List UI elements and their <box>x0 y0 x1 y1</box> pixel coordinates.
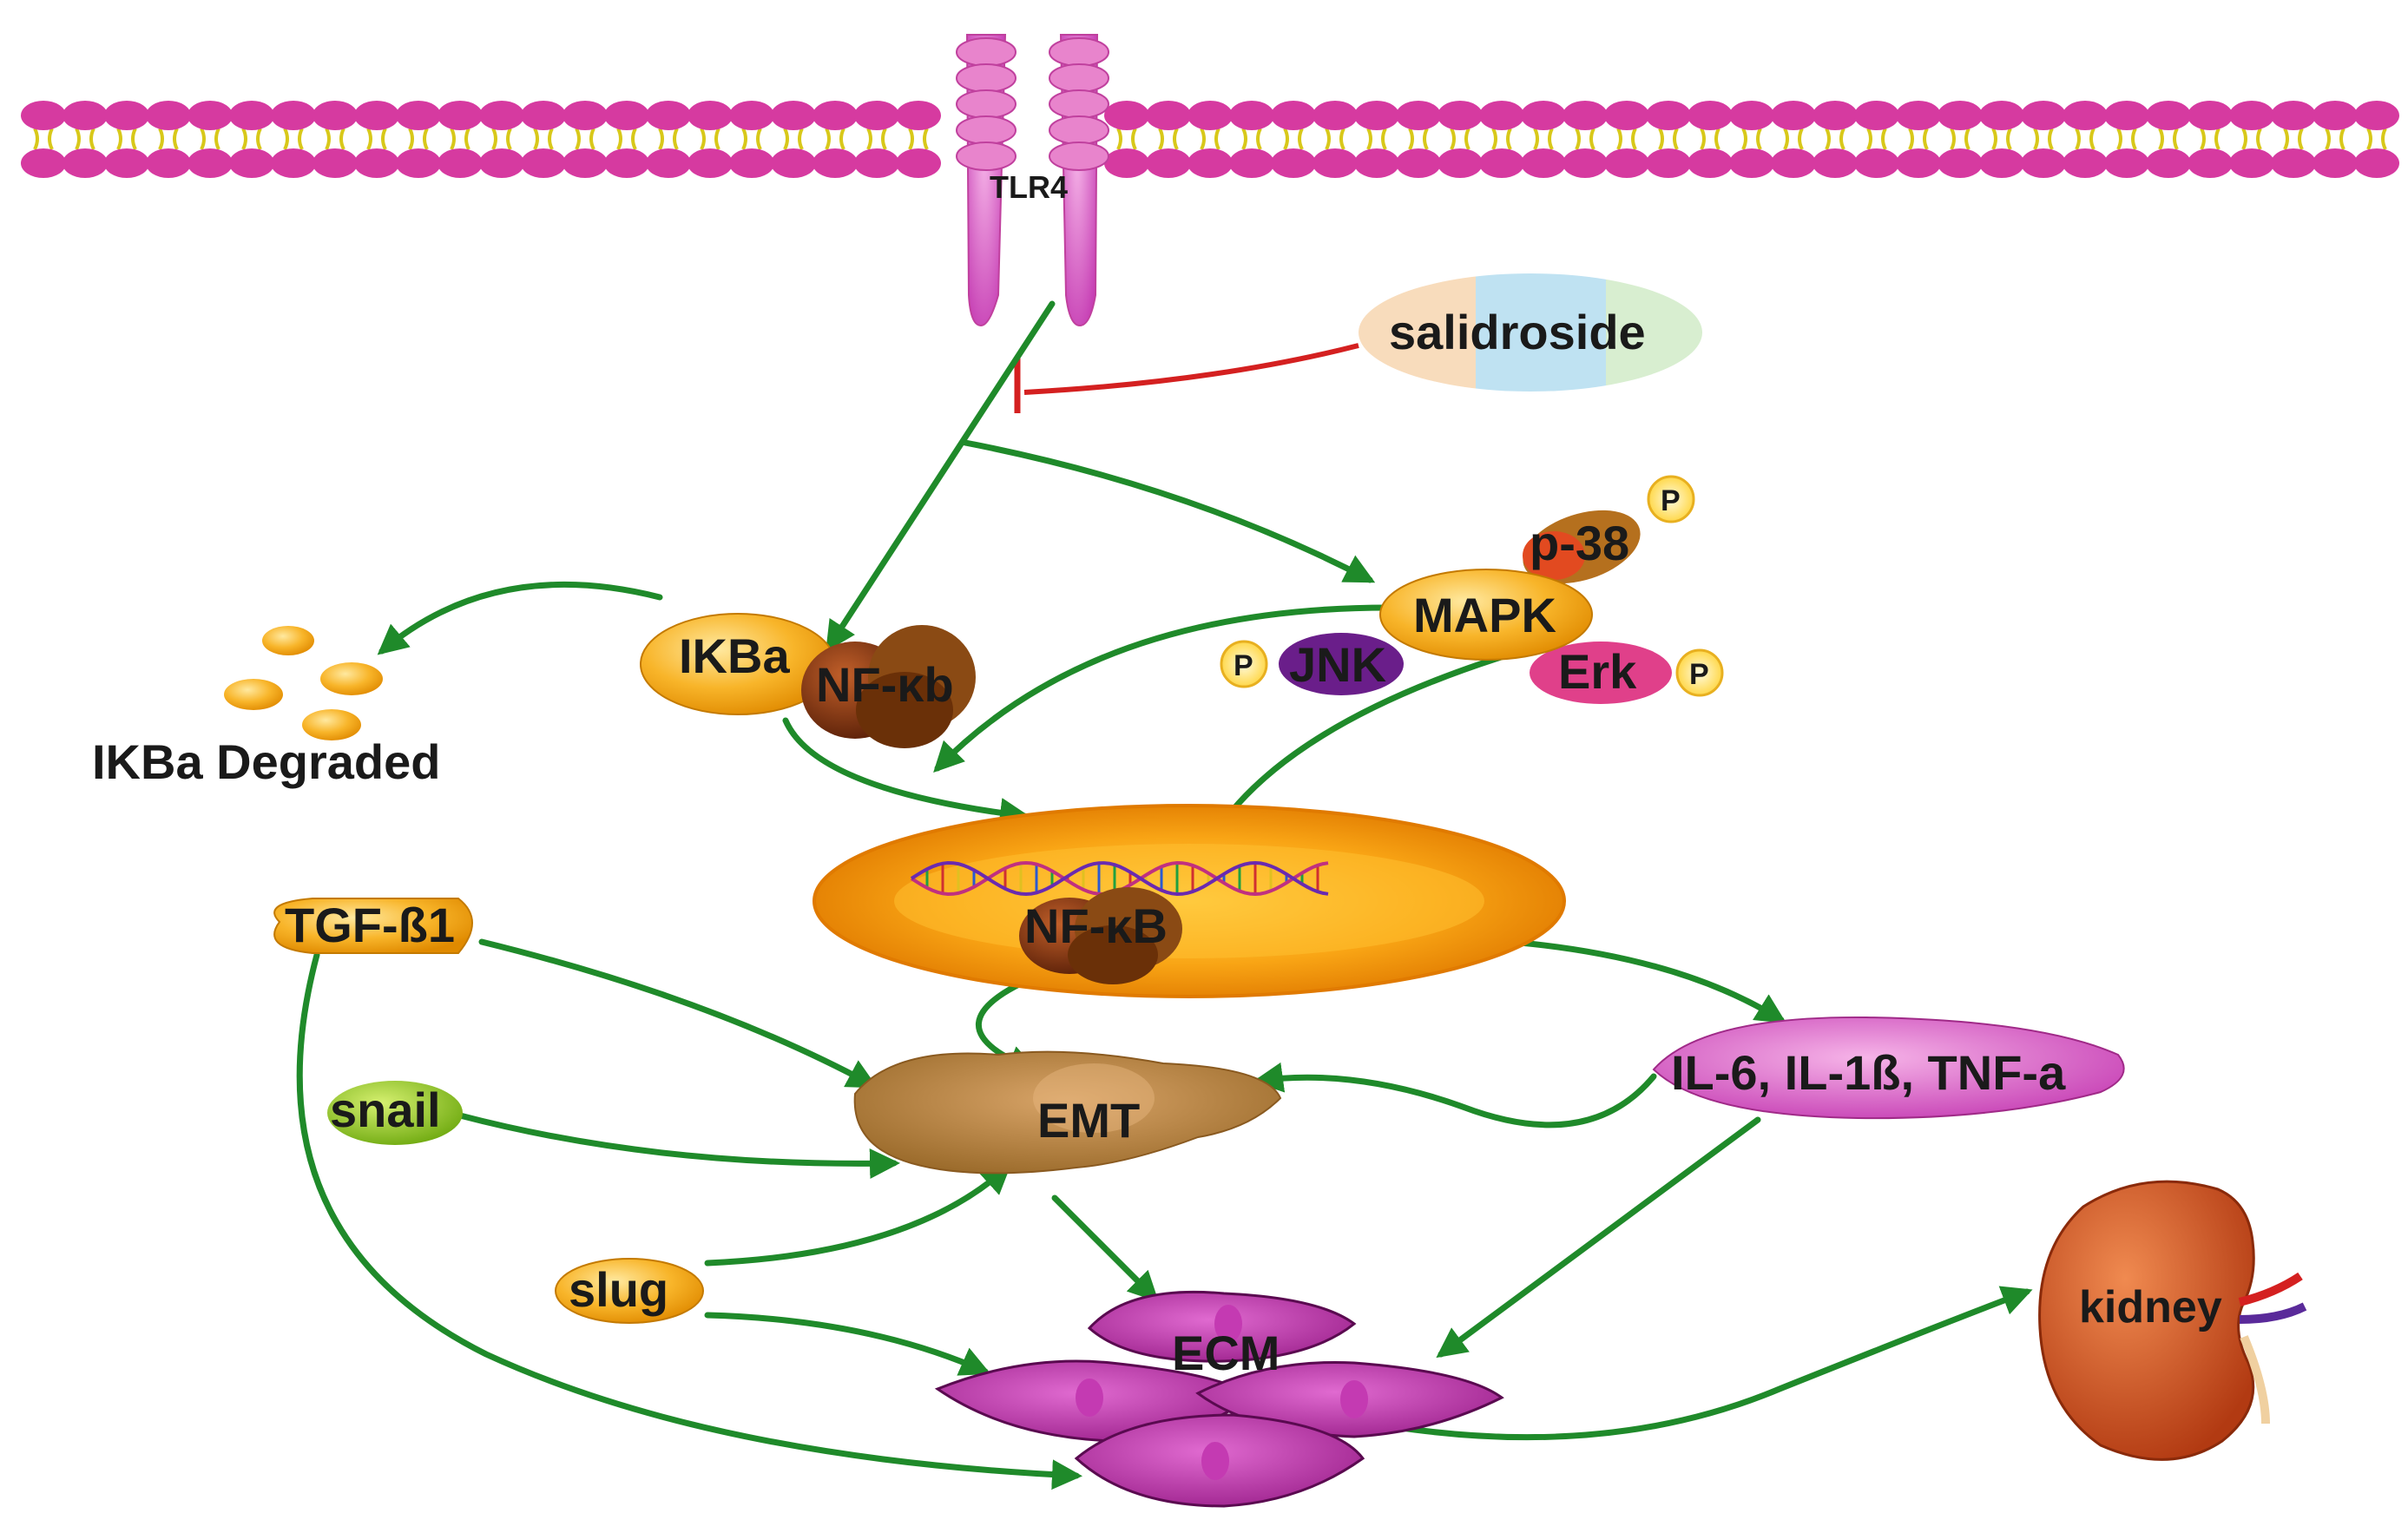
arrow-cytokines-to-emt <box>1253 1062 1657 1128</box>
erk-node <box>1530 642 1672 704</box>
phospho-badge-jnk: P <box>1220 640 1268 688</box>
jnk-label: JNK <box>1289 637 1386 692</box>
arrow-tlr4-to-ikba <box>826 300 1056 652</box>
svg-text:P: P <box>1689 658 1709 691</box>
arrow-snail-to-emt <box>457 1112 900 1180</box>
arrow-ikba-to-degraded <box>377 581 663 655</box>
slug-node: slug <box>555 1258 704 1324</box>
inhibition-line <box>1023 343 1359 395</box>
cell-membrane <box>21 101 2399 178</box>
arrow-ecm-to-kidney <box>1398 1286 2033 1441</box>
ecm-label: ECM <box>1172 1326 1280 1380</box>
p38-label: p-38 <box>1530 516 1629 570</box>
arrow-ikba-to-nucleus <box>782 717 1030 828</box>
mapk-cluster: p-38 Erk JNK MAPK <box>1279 510 1672 704</box>
p38-node <box>1523 510 1641 584</box>
arrow-mapk-to-nucleus-left <box>933 604 1392 773</box>
emt-label: EMT <box>1037 1093 1140 1148</box>
nfkb-node <box>801 625 976 748</box>
nfkb-nucleus-node <box>1019 887 1182 984</box>
svg-text:P: P <box>1661 484 1681 517</box>
cytokines-node: IL-6, IL-1ß, TNF-a <box>1652 1016 2125 1120</box>
arrow-slug-to-emt <box>704 1163 1012 1267</box>
kidney-label: kidney <box>2079 1282 2222 1332</box>
snail-node: snail <box>327 1081 463 1145</box>
phospho-badge-p38: P <box>1647 475 1695 523</box>
mapk-node <box>1379 569 1593 661</box>
erk-label: Erk <box>1558 644 1637 699</box>
tgf-label: TGF-ß1 <box>285 898 455 952</box>
arrow-cytokines-to-ecm <box>1436 1116 1761 1359</box>
ecm-cells: ECM <box>934 1290 1504 1508</box>
jnk-node <box>1279 633 1404 695</box>
emt-cell: EMT <box>853 1050 1282 1175</box>
tlr4-receptor: TLR4 <box>956 34 1109 327</box>
arrow-slug-to-ecm <box>704 1312 991 1376</box>
kidney-organ: kidney <box>2038 1180 2307 1461</box>
arrow-emt-to-ecm <box>1051 1194 1159 1302</box>
snail-label: snail <box>330 1082 441 1137</box>
nfkb-label: NF-κb <box>816 657 954 712</box>
ikba-degraded-label: IKBa Degraded <box>92 734 440 789</box>
tlr4-label: TLR4 <box>990 169 1068 205</box>
salidroside-label: salidroside <box>1389 305 1646 359</box>
ikba-degraded-fragments <box>224 626 383 740</box>
ikba-label: IKBa <box>679 628 790 683</box>
arrows <box>296 300 2033 1490</box>
arrow-tlr4-to-mapk <box>962 439 1376 583</box>
svg-text:P: P <box>1234 649 1253 682</box>
mapk-label: MAPK <box>1413 588 1556 642</box>
ikba-nfkb-complex: IKBa NF-κb <box>640 613 976 748</box>
arrow-tgf-to-ecm <box>296 951 1082 1490</box>
nucleus: NF-κB <box>813 804 1566 998</box>
phospho-badge-erk: P <box>1675 648 1724 697</box>
slug-label: slug <box>569 1262 668 1317</box>
salidroside-molecule: salidroside <box>1359 273 1702 392</box>
nfkb-nucleus-label: NF-κB <box>1024 898 1168 953</box>
arrow-tgf-to-emt <box>478 938 878 1089</box>
tgf-node: TGF-ß1 <box>273 898 473 954</box>
cytokines-label: IL-6, IL-1ß, TNF-a <box>1671 1045 2066 1100</box>
